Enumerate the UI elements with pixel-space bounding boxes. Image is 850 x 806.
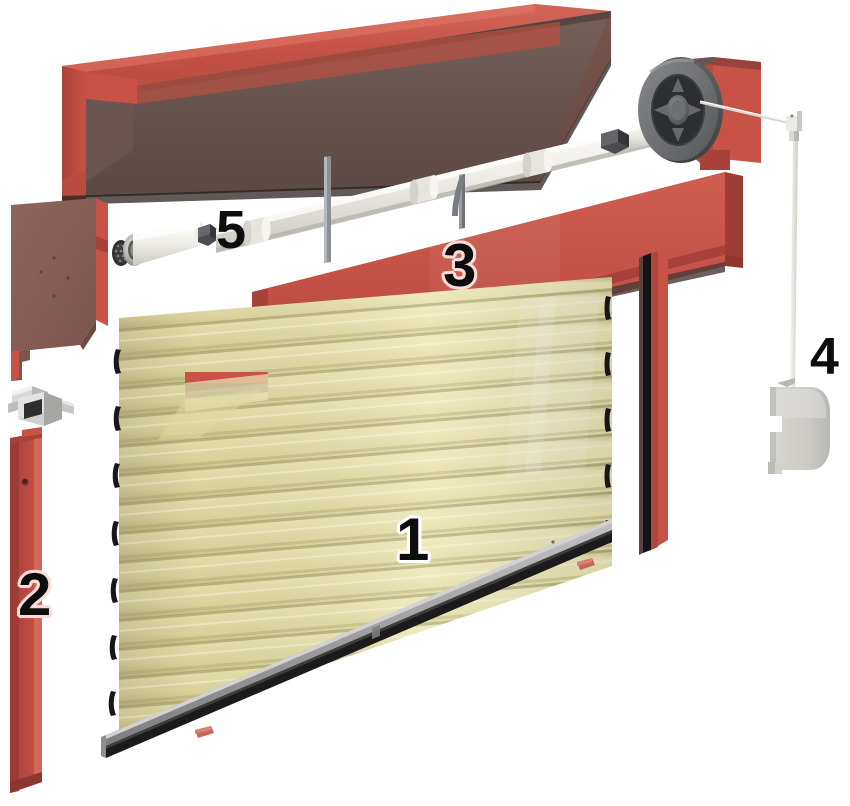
part-hanger-strap bbox=[324, 156, 465, 263]
callout-4: 4 bbox=[810, 328, 839, 386]
callout-2: 2 bbox=[18, 561, 52, 628]
curtain-edge-clips bbox=[108, 349, 121, 716]
callout-5: 5 bbox=[216, 200, 247, 260]
part-mounting-bracket bbox=[8, 386, 74, 426]
callout-3: 3 bbox=[443, 232, 477, 299]
callout-1: 1 bbox=[396, 506, 430, 573]
part-bottom-rail bbox=[101, 519, 612, 758]
part-winding-wheel bbox=[638, 57, 761, 170]
part-guide-rail-right bbox=[639, 249, 668, 555]
part-side-end-plate bbox=[11, 198, 108, 381]
part-stop-pin bbox=[195, 558, 595, 738]
part-guide-rail-left bbox=[10, 427, 42, 793]
part-shutter-curtain bbox=[108, 277, 612, 735]
part-hood-canopy bbox=[62, 4, 611, 214]
part-drive-cable bbox=[699, 100, 788, 124]
part-crank-rod bbox=[768, 111, 830, 474]
